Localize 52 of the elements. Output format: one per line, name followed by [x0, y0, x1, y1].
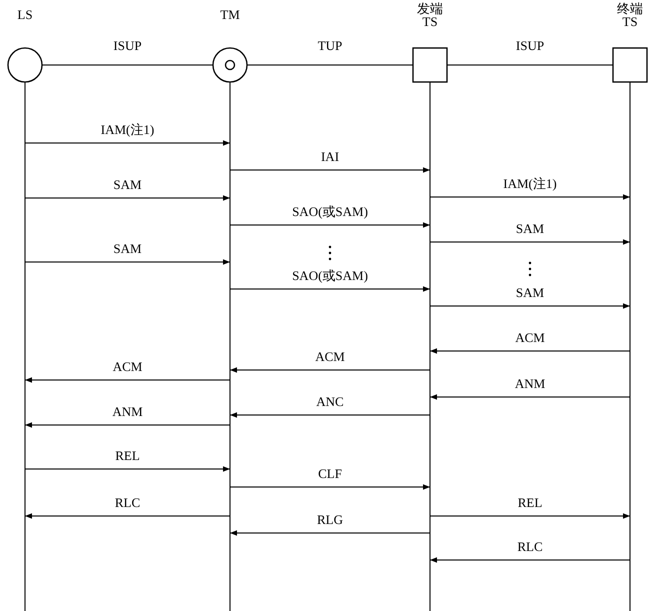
- message-label: SAM: [111, 242, 144, 256]
- message-arrow: [230, 484, 430, 490]
- message-label: ANM: [110, 405, 145, 419]
- station-label: LS: [16, 8, 34, 21]
- message-arrow: [24, 466, 230, 472]
- message-arrow: [430, 194, 630, 200]
- message-arrow: [24, 513, 230, 519]
- message-label: SAO(或SAM): [290, 205, 370, 219]
- message-label: REL: [516, 496, 544, 510]
- message-arrow: [430, 513, 630, 519]
- message-arrow: [230, 167, 430, 173]
- message-label: RLC: [515, 540, 545, 554]
- message-label: ACM: [513, 331, 547, 345]
- message-label: ACM: [110, 360, 144, 374]
- message-label: SAM: [514, 286, 546, 300]
- message-label: REL: [113, 449, 142, 463]
- station-label: 终端 TS: [616, 2, 644, 28]
- message-label: SAO(或SAM): [290, 269, 370, 283]
- message-arrow: [24, 140, 230, 146]
- message-label: TUP: [316, 39, 344, 53]
- message-label: RLG: [315, 513, 345, 527]
- station-label: TM: [219, 8, 241, 21]
- message-label: ISUP: [111, 39, 144, 53]
- message-arrow: [230, 367, 430, 373]
- message-label: ANM: [512, 377, 548, 391]
- message-arrow: [430, 557, 630, 563]
- link-line: [246, 64, 414, 66]
- message-label: IAM(注1): [98, 123, 156, 137]
- message-label: CLF: [316, 467, 344, 481]
- message-label: ACM: [313, 350, 347, 364]
- message-arrow: [230, 286, 430, 292]
- message-arrow: [430, 348, 630, 354]
- message-arrow: [24, 422, 230, 428]
- message-arrow: [230, 530, 430, 536]
- message-arrow: [24, 259, 230, 265]
- link-line: [446, 64, 614, 66]
- station-label: 发端 TS: [416, 2, 444, 28]
- message-arrow: [430, 303, 630, 309]
- message-arrow: [430, 239, 630, 245]
- message-arrow: [230, 222, 430, 228]
- message-label: IAM(注1): [501, 177, 559, 191]
- link-line: [42, 64, 214, 66]
- message-label: RLC: [112, 496, 142, 510]
- message-arrow: [430, 394, 630, 400]
- message-label: ISUP: [514, 39, 546, 53]
- message-arrow: [24, 377, 230, 383]
- message-arrow: [230, 412, 430, 418]
- message-label: SAM: [514, 222, 546, 236]
- message-label: SAM: [111, 178, 144, 192]
- message-label: ANC: [314, 395, 346, 409]
- message-arrow: [24, 195, 230, 201]
- message-label: IAI: [318, 150, 342, 164]
